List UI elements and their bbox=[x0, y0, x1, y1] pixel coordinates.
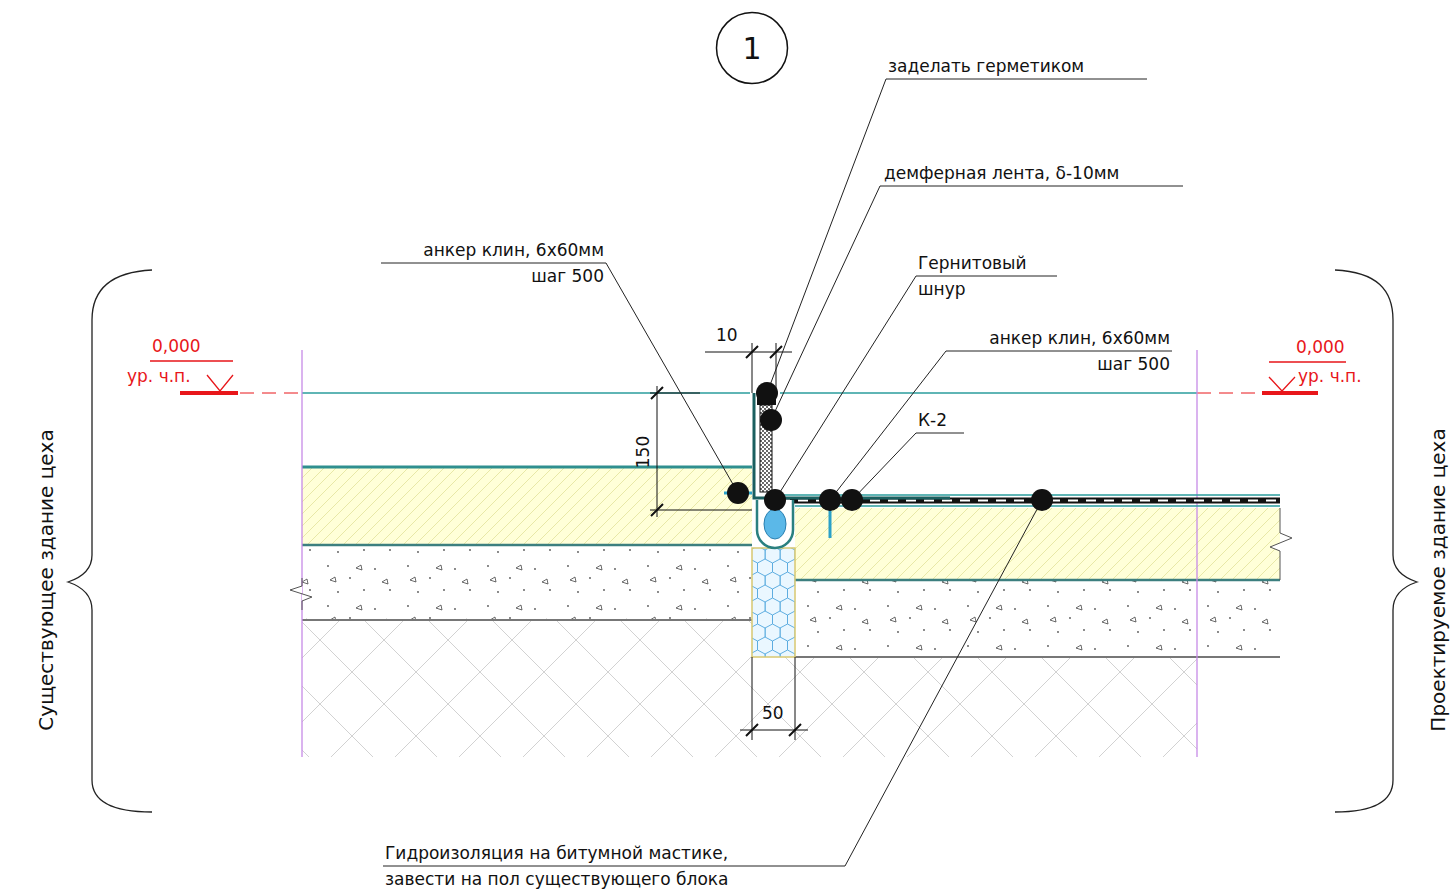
drawing-part bbox=[746, 346, 782, 358]
level-mark: ур. ч.п. bbox=[127, 363, 191, 389]
drawing-part bbox=[302, 466, 752, 469]
dimension-text: 10 bbox=[716, 322, 738, 348]
note-text: К-2 bbox=[918, 407, 947, 433]
note-text: Гидроизоляция на битумной мастике, завес… bbox=[385, 840, 775, 892]
drawing-part bbox=[302, 619, 752, 621]
drawing-part bbox=[760, 409, 782, 431]
drawing-part bbox=[775, 276, 1057, 500]
drawing-part bbox=[381, 263, 738, 493]
drawing-part bbox=[795, 579, 1280, 582]
drawing-part bbox=[752, 548, 795, 657]
callout-number: 1 bbox=[742, 31, 761, 66]
drawing-part bbox=[756, 382, 778, 404]
note-text: Гернитовый шнур bbox=[918, 250, 1043, 302]
dimension-text: 150 bbox=[630, 436, 656, 468]
drawing-part bbox=[764, 509, 786, 539]
note-text: заделать герметиком bbox=[888, 53, 1084, 79]
drawing-part bbox=[795, 656, 1280, 658]
drawing-part bbox=[302, 544, 752, 547]
drawing-part bbox=[1270, 508, 1292, 580]
braces bbox=[68, 270, 1417, 812]
circle-outline bbox=[717, 13, 788, 84]
drawing-part bbox=[705, 352, 792, 353]
drawing-part bbox=[852, 433, 964, 500]
level-mark: 0,000 bbox=[152, 333, 201, 359]
drawing-part bbox=[383, 500, 1042, 866]
drawing-part bbox=[771, 186, 1183, 420]
callout-circle: 1 bbox=[715, 11, 789, 85]
note-text: анкер клин, 6х60мм шаг 500 bbox=[389, 237, 604, 289]
note-text: анкер клин, 6х60мм шаг 500 bbox=[955, 325, 1170, 377]
drawing-part bbox=[795, 580, 1280, 657]
note-text: демферная лента, δ-10мм bbox=[884, 160, 1119, 186]
drawing-part bbox=[1031, 489, 1053, 511]
drawing-part bbox=[795, 657, 796, 740]
drawing-part bbox=[657, 386, 658, 517]
drawing-part bbox=[302, 545, 752, 620]
drawing-part bbox=[754, 393, 950, 498]
drawing-part bbox=[746, 724, 801, 736]
dimensions bbox=[650, 343, 808, 740]
building-label: Проектируемое здание цеха bbox=[1425, 428, 1451, 731]
level-mark: 0,000 bbox=[1296, 334, 1345, 360]
drawing-part bbox=[240, 393, 302, 394]
callout-dots bbox=[727, 382, 1053, 511]
drawing-part bbox=[841, 489, 863, 511]
drawing-part bbox=[180, 391, 238, 395]
drawing-part bbox=[740, 730, 808, 731]
drawing-part bbox=[727, 482, 749, 504]
dimension-text: 50 bbox=[762, 700, 784, 726]
drawing-part bbox=[302, 392, 750, 394]
drawing-part bbox=[795, 508, 1280, 580]
drawing-part bbox=[301, 350, 302, 757]
building-label: Существующее здание цеха bbox=[33, 429, 59, 730]
leader-lines bbox=[381, 79, 1183, 866]
drawing-part bbox=[1197, 393, 1262, 394]
level-lines bbox=[150, 350, 1346, 757]
drawing-part bbox=[1196, 350, 1197, 757]
ground-layers bbox=[302, 467, 1280, 757]
drawing-part bbox=[650, 510, 752, 511]
drawing-part bbox=[819, 489, 841, 511]
drawing-part bbox=[752, 657, 753, 740]
drawing-part bbox=[290, 578, 312, 610]
level-mark: ур. ч.п. bbox=[1298, 363, 1362, 389]
drawing-part bbox=[68, 270, 152, 812]
drawing-part bbox=[1335, 270, 1417, 812]
drawing-part bbox=[302, 467, 752, 545]
drawing-part bbox=[764, 489, 786, 511]
drawing-part bbox=[1262, 391, 1318, 395]
